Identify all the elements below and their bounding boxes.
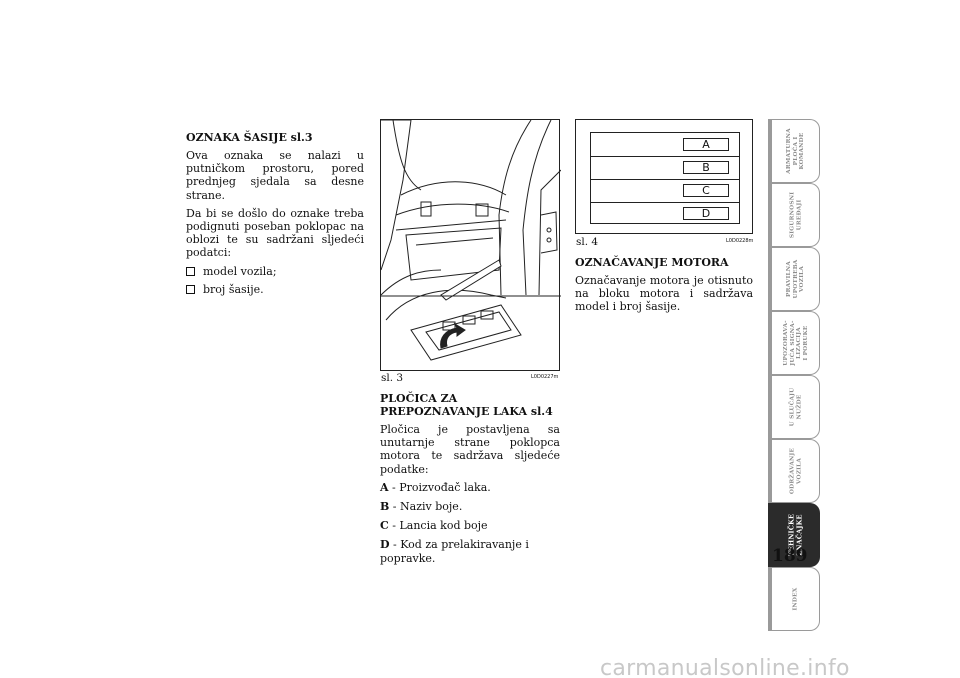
bullet-text: model vozila; [203, 264, 277, 278]
page-number: 189 [772, 546, 808, 566]
item-key: D [380, 538, 390, 552]
paint-item-b: B - Naziv boje. [380, 500, 560, 513]
paint-item-a: A - Proizvođač laka. [380, 481, 560, 494]
figure-3-caption: sl. 3 [381, 372, 404, 384]
bullet-item: model vozila; [186, 265, 364, 278]
tab-armaturna-ploca[interactable]: ARMATURNA PLOČA I KOMANDE [768, 119, 820, 183]
paint-plate-paragraph: Pločica je postavljena sa unutarnje stra… [380, 423, 560, 476]
chassis-paragraph-2: Da bi se došlo do oznake treba podignuti… [186, 206, 364, 260]
bullet-item: broj šasije. [186, 283, 364, 296]
item-text: - Lancia kod boje [388, 519, 488, 533]
figure-4-code: L0D0228m [726, 238, 754, 244]
figure-4-caption: sl. 4 [576, 236, 599, 248]
tab-u-slucaju-nuzde[interactable]: U SLUČAJU NUŽDE [768, 375, 820, 439]
tab-label: SIGURNOSNI UREĐAJI [788, 191, 802, 239]
engine-paragraph: Označavanje motora je otisnuto na bloku … [575, 274, 753, 314]
watermark: carmanualsonline.info [600, 656, 850, 678]
item-text: - Kod za prelakiravanje i popravke. [380, 538, 529, 565]
tab-index[interactable]: INDEX [768, 567, 820, 631]
item-key: A [380, 480, 389, 494]
checkbox-bullet-icon [186, 284, 195, 294]
plate-label-d: D [683, 207, 729, 220]
tab-label: INDEX [792, 587, 799, 611]
item-text: - Proizvođač laka. [388, 480, 491, 494]
item-key: B [380, 500, 390, 514]
chassis-paragraph-1: Ova oznaka se nalazi u putničkom prostor… [186, 149, 364, 202]
paint-plate-heading: PLOČICA ZA PREPOZNAVANJE LAKA sl.4 [380, 392, 553, 418]
checkbox-bullet-icon [186, 266, 195, 276]
left-column: OZNAKA ŠASIJE sl.3 Ova oznaka se nalazi … [186, 131, 364, 301]
car-interior-illustration [380, 119, 562, 361]
engine-heading: OZNAČAVANJE MOTORA [575, 256, 729, 269]
paint-item-c: C - Lancia kod boje [380, 519, 560, 532]
middle-column: PLOČICA ZA PREPOZNAVANJE LAKA sl.4 Ploči… [380, 392, 560, 571]
item-key: C [380, 519, 389, 533]
figure-4-paint-plate: A B C D [575, 119, 753, 234]
tab-label: U SLUČAJU NUŽDE [788, 387, 802, 427]
tab-sigurnosni-uredaji[interactable]: SIGURNOSNI UREĐAJI [768, 183, 820, 247]
tab-upozoravajuca-signalizacija[interactable]: UPOZORAVA- JUĆA SIGNA- LIZACIJA I PORUKE [768, 311, 820, 375]
tab-label: UPOZORAVA- JUĆA SIGNA- LIZACIJA I PORUKE [782, 320, 809, 366]
tab-odrzavanje-vozila[interactable]: ODRŽAVANJE VOZILA [768, 439, 820, 503]
item-text: - Naziv boje. [389, 500, 463, 514]
figure-3-code: L0D0227m [531, 374, 559, 380]
figure-3-car-interior [380, 119, 562, 371]
tab-label: ARMATURNA PLOČA I KOMANDE [785, 128, 805, 174]
tab-label: ODRŽAVANJE VOZILA [788, 447, 802, 495]
paint-plate: A B C D [590, 132, 740, 224]
plate-label-b: B [683, 161, 729, 174]
plate-label-c: C [683, 184, 729, 197]
paint-item-d: D - Kod za prelakiravanje i popravke. [380, 538, 560, 564]
plate-label-a: A [683, 138, 729, 151]
tab-pravilna-upotreba[interactable]: PRAVILNA UPOTREBA VOZILA [768, 247, 820, 311]
tab-label: PRAVILNA UPOTREBA VOZILA [785, 259, 805, 299]
chassis-heading: OZNAKA ŠASIJE sl.3 [186, 131, 313, 144]
bullet-text: broj šasije. [203, 282, 264, 296]
right-column: OZNAČAVANJE MOTORA Označavanje motora je… [575, 256, 753, 319]
tab-tehnicke-znacajke[interactable]: TEHNIČKE ZNAČAJKE [768, 503, 820, 567]
